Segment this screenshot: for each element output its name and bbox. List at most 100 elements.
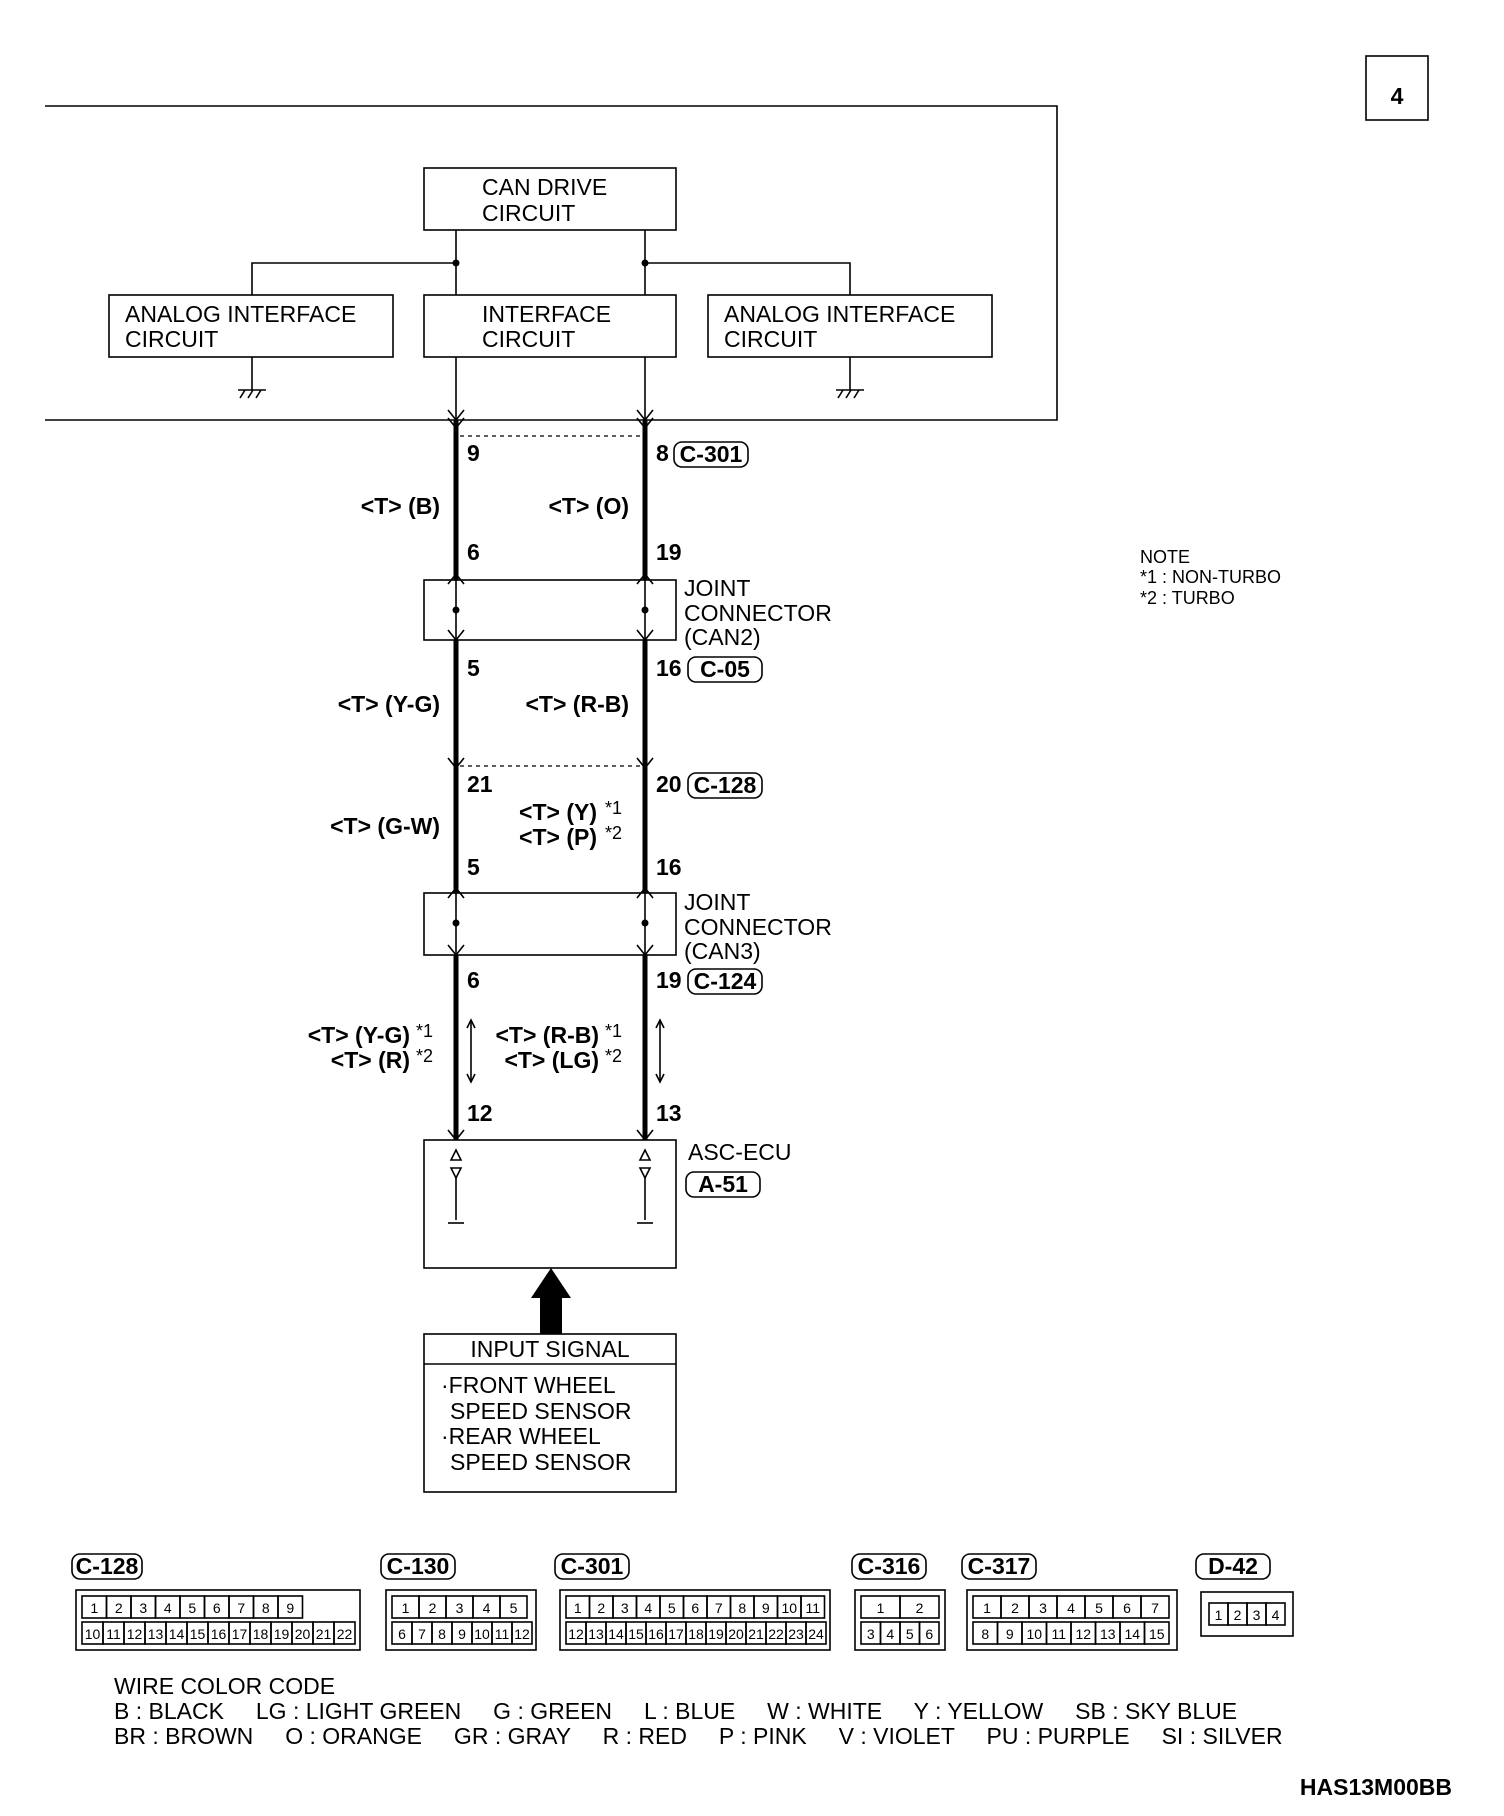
c316-cavity [918, 1621, 940, 1645]
joint-connector-can3 [423, 886, 677, 957]
pin-c301-right: 8 [656, 440, 669, 466]
c128-pin-number: 20 [295, 1626, 311, 1642]
c128-pin-number: 22 [337, 1626, 353, 1642]
interface-line-2: CIRCUIT [482, 326, 575, 352]
interface-line-1: INTERFACE [482, 301, 611, 327]
c128-pin-number: 13 [148, 1626, 164, 1642]
pin-c124-left: 6 [467, 967, 480, 993]
c316-cavity [899, 1595, 940, 1619]
svg-text:C-316: C-316 [858, 1553, 921, 1579]
mark-2: *2 [416, 1046, 433, 1066]
c317-pin-number: 5 [1095, 1600, 1103, 1616]
double-arrow-icon [655, 1018, 665, 1084]
c301-pin-number: 2 [597, 1600, 605, 1616]
c301-pin-number: 17 [668, 1626, 684, 1642]
d42-cavity [1265, 1602, 1286, 1626]
can3-label-2: CONNECTOR [684, 914, 832, 940]
can3-label-3: (CAN3) [684, 938, 761, 964]
pin-c05-right: 16 [656, 655, 682, 681]
ground-icon [238, 357, 266, 399]
c130-cavity [499, 1595, 528, 1619]
c128-pin-number: 17 [232, 1626, 248, 1642]
connector-id-c301: C-301 [673, 441, 749, 468]
c128-pin-number: 9 [286, 1600, 294, 1616]
c128-pin-number: 19 [274, 1626, 290, 1642]
c130-pin-number: 6 [398, 1626, 406, 1642]
c128-cavity [333, 1621, 356, 1645]
wire-label-seg3-right-1: <T> (Y) [519, 799, 597, 825]
c301-pin-number: 10 [781, 1600, 797, 1616]
c317-pin-number: 13 [1100, 1626, 1116, 1642]
connector-id-c124: C-124 [687, 968, 763, 995]
figure-code: HAS13M00BB [1300, 1774, 1452, 1800]
can-drive-circuit-block: CAN DRIVE CIRCUIT [423, 167, 677, 231]
svg-text:C-128: C-128 [76, 1553, 139, 1579]
svg-text:C-301: C-301 [561, 1553, 624, 1579]
svg-text:C-128: C-128 [694, 772, 757, 798]
c301-pin-number: 8 [738, 1600, 746, 1616]
c128-pin-number: 6 [213, 1600, 221, 1616]
c128-pin-number: 10 [85, 1626, 101, 1642]
c301-pin-number: 6 [691, 1600, 699, 1616]
c301-cavity [800, 1595, 826, 1619]
c317-pin-number: 4 [1067, 1600, 1075, 1616]
c128-pin-number: 8 [262, 1600, 270, 1616]
c301-pin-number: 19 [708, 1626, 724, 1642]
connector-c301-symbol [447, 409, 654, 437]
pin-can2-top-left: 6 [467, 539, 480, 565]
c316-pin-number: 4 [886, 1626, 894, 1642]
interface-circuit-block: INTERFACE CIRCUIT [423, 294, 677, 358]
page-number: 4 [1391, 83, 1404, 109]
c301-pin-number: 9 [762, 1600, 770, 1616]
ground-icon [836, 357, 864, 399]
svg-text:C-130: C-130 [387, 1553, 450, 1579]
connector-id-a51: A-51 [685, 1171, 761, 1198]
joint-connector-can2 [423, 572, 677, 642]
mark-1: *1 [416, 1021, 433, 1041]
c128-pin-number: 18 [253, 1626, 269, 1642]
asc-ecu-block [423, 1129, 677, 1269]
pin-c05-left: 5 [467, 655, 480, 681]
svg-text:C-05: C-05 [700, 656, 750, 682]
svg-text:D-42: D-42 [1208, 1553, 1258, 1579]
input-signal-line-2: SPEED SENSOR [450, 1398, 632, 1424]
note-line-2: *2 : TURBO [1140, 588, 1235, 608]
pin-ecu-left: 12 [467, 1100, 493, 1126]
c130-cavity [511, 1621, 533, 1645]
pin-can2-top-right: 19 [656, 539, 682, 565]
wire-label-seg4-right-2: <T> (LG) [504, 1047, 599, 1073]
c130-pin-number: 7 [418, 1626, 426, 1642]
pin-c124-right: 19 [656, 967, 682, 993]
mark-2: *2 [605, 1046, 622, 1066]
c317-pin-number: 11 [1051, 1626, 1066, 1642]
wire-color-code-row-2: BR : BROWN O : ORANGE GR : GRAY R : RED … [114, 1723, 1283, 1749]
c301-pin-number: 22 [768, 1626, 784, 1642]
svg-text:A-51: A-51 [698, 1171, 748, 1197]
d42-pin-number: 3 [1253, 1607, 1261, 1623]
c128-pin-number: 11 [106, 1626, 121, 1642]
wire-label-seg4-left-2: <T> (R) [331, 1047, 410, 1073]
c317-pin-number: 14 [1124, 1626, 1140, 1642]
c128-pin-number: 12 [127, 1626, 143, 1642]
input-arrow-icon [531, 1268, 571, 1334]
c128-pin-number: 3 [139, 1600, 147, 1616]
pin-can3-top-left: 5 [467, 854, 480, 880]
c128-pin-number: 7 [237, 1600, 245, 1616]
c301-pin-number: 15 [628, 1626, 644, 1642]
c128-pin-number: 5 [188, 1600, 196, 1616]
c301-pin-number: 18 [688, 1626, 704, 1642]
analog-interface-right-block: ANALOG INTERFACE CIRCUIT [707, 294, 993, 358]
c317-pin-number: 1 [983, 1600, 991, 1616]
c130-pin-number: 4 [483, 1600, 491, 1616]
can2-label-1: JOINT [684, 575, 750, 601]
pin-can3-top-right: 16 [656, 854, 682, 880]
c128-pin-number: 15 [190, 1626, 206, 1642]
c130-pin-number: 3 [456, 1600, 464, 1616]
can2-label-2: CONNECTOR [684, 600, 832, 626]
mark-1: *1 [605, 1021, 622, 1041]
c301-pin-number: 12 [568, 1626, 584, 1642]
input-signal-title: INPUT SIGNAL [470, 1336, 630, 1362]
